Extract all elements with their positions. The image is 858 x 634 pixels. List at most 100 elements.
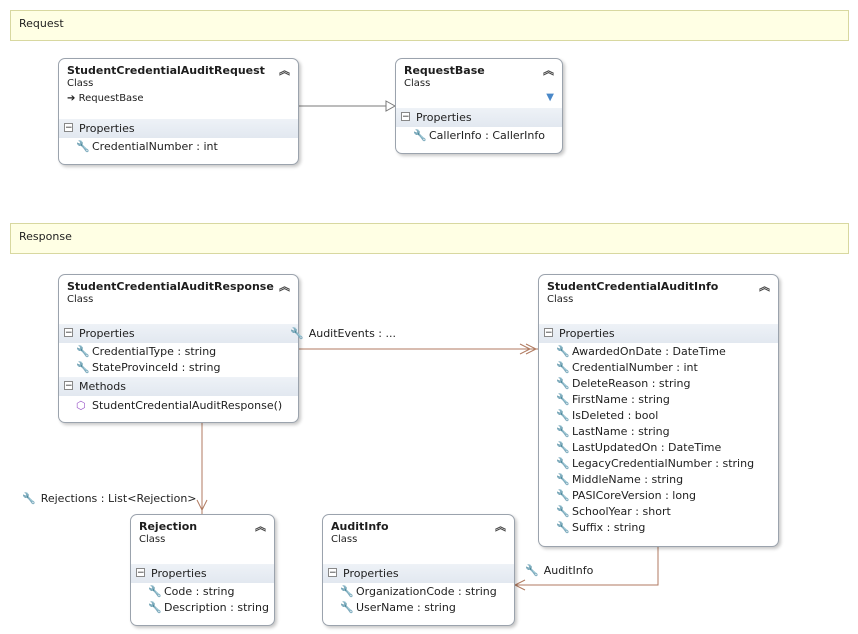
- class-name: StudentCredentialAuditResponse: [67, 280, 274, 293]
- member-row[interactable]: 🔧Description : string: [148, 601, 269, 614]
- section-properties[interactable]: − Properties: [59, 324, 298, 343]
- wrench-icon: 🔧: [556, 473, 570, 486]
- class-student-credential-audit-response[interactable]: StudentCredentialAuditResponse Class ︽ −…: [58, 274, 299, 423]
- member-row[interactable]: 🔧CredentialNumber : int: [76, 140, 218, 153]
- member-row[interactable]: 🔧LegacyCredentialNumber : string: [556, 457, 755, 470]
- member-row[interactable]: 🔧LastUpdatedOn : DateTime: [556, 441, 722, 454]
- member-row[interactable]: 🔧UserName : string: [340, 601, 456, 614]
- audit-info-line: [515, 546, 659, 586]
- collapse-section-icon[interactable]: −: [64, 381, 73, 391]
- wrench-icon: 🔧: [22, 492, 36, 505]
- collapse-chevron-icon[interactable]: ︽: [495, 520, 506, 533]
- response-region-title: Response: [19, 230, 72, 243]
- section-label: Properties: [151, 567, 207, 580]
- audit-events-arrowhead: [519, 343, 532, 355]
- association-audit-events-label[interactable]: 🔧AuditEvents : ...: [290, 327, 396, 340]
- class-name: Rejection: [139, 520, 198, 533]
- member-row[interactable]: 🔧LastName : string: [556, 425, 670, 438]
- class-kind: Class: [139, 534, 166, 545]
- wrench-icon: 🔧: [76, 140, 90, 153]
- class-request-base[interactable]: RequestBase Class ︽ ▼ − Properties 🔧Call…: [395, 58, 563, 154]
- inheritance-arrowhead: [385, 100, 397, 112]
- wrench-icon: 🔧: [556, 457, 570, 470]
- section-properties[interactable]: − Properties: [539, 324, 778, 343]
- class-kind: Class: [331, 534, 358, 545]
- member-row[interactable]: 🔧IsDeleted : bool: [556, 409, 659, 422]
- member-row[interactable]: 🔧CredentialType : string: [76, 345, 217, 358]
- class-name: StudentCredentialAuditRequest: [67, 64, 265, 77]
- collapse-chevron-icon[interactable]: ︽: [759, 280, 770, 293]
- wrench-icon: 🔧: [413, 129, 427, 142]
- section-properties[interactable]: − Properties: [396, 108, 562, 127]
- member-row[interactable]: 🔧Suffix : string: [556, 521, 646, 534]
- wrench-icon: 🔧: [340, 601, 354, 614]
- wrench-icon: 🔧: [148, 601, 162, 614]
- class-student-credential-audit-request[interactable]: StudentCredentialAuditRequest Class ➔ Re…: [58, 58, 299, 165]
- collapse-chevron-icon[interactable]: ︽: [279, 64, 290, 77]
- association-audit-info-label[interactable]: 🔧AuditInfo: [525, 564, 594, 577]
- member-row[interactable]: 🔧PASICoreVersion : long: [556, 489, 697, 502]
- member-row[interactable]: 🔧DeleteReason : string: [556, 377, 691, 390]
- class-rejection[interactable]: Rejection Class ︽ − Properties 🔧Code : s…: [130, 514, 275, 626]
- wrench-icon: 🔧: [290, 327, 304, 340]
- collapse-section-icon[interactable]: −: [544, 328, 553, 338]
- class-kind: Class: [67, 294, 94, 305]
- request-region: Request: [10, 10, 849, 41]
- wrench-icon: 🔧: [556, 521, 570, 534]
- member-row[interactable]: 🔧SchoolYear : short: [556, 505, 671, 518]
- section-label: Properties: [416, 111, 472, 124]
- request-region-title: Request: [19, 17, 64, 30]
- collapse-section-icon[interactable]: −: [328, 568, 337, 578]
- member-row[interactable]: ⬡StudentCredentialAuditResponse(): [76, 399, 283, 412]
- wrench-icon: 🔧: [556, 361, 570, 374]
- section-label: Properties: [79, 327, 135, 340]
- section-label: Properties: [559, 327, 615, 340]
- class-name: RequestBase: [404, 64, 485, 77]
- collapse-chevron-icon[interactable]: ︽: [255, 520, 266, 533]
- section-methods[interactable]: − Methods: [59, 377, 298, 396]
- wrench-icon: 🔧: [556, 393, 570, 406]
- audit-info-arrowhead: [513, 579, 526, 591]
- method-cube-icon: ⬡: [76, 399, 86, 412]
- rejections-arrowhead: [196, 499, 208, 512]
- section-properties[interactable]: − Properties: [323, 564, 514, 583]
- collapse-section-icon[interactable]: −: [401, 112, 410, 122]
- wrench-icon: 🔧: [76, 345, 90, 358]
- wrench-icon: 🔧: [556, 489, 570, 502]
- filter-icon[interactable]: ▼: [546, 92, 554, 103]
- member-row[interactable]: 🔧CredentialNumber : int: [556, 361, 698, 374]
- class-kind: Class: [67, 78, 94, 89]
- class-kind: Class: [404, 78, 431, 89]
- member-row[interactable]: 🔧OrganizationCode : string: [340, 585, 497, 598]
- wrench-icon: 🔧: [556, 441, 570, 454]
- wrench-icon: 🔧: [556, 377, 570, 390]
- member-row[interactable]: 🔧CallerInfo : CallerInfo: [413, 129, 545, 142]
- response-region: Response: [10, 223, 849, 254]
- section-properties[interactable]: − Properties: [131, 564, 274, 583]
- collapse-section-icon[interactable]: −: [64, 123, 73, 133]
- member-row[interactable]: 🔧FirstName : string: [556, 393, 670, 406]
- section-label: Properties: [343, 567, 399, 580]
- member-row[interactable]: 🔧AwardedOnDate : DateTime: [556, 345, 726, 358]
- class-base: ➔ RequestBase: [67, 93, 144, 104]
- member-row[interactable]: 🔧Code : string: [148, 585, 235, 598]
- wrench-icon: 🔧: [556, 425, 570, 438]
- member-row[interactable]: 🔧MiddleName : string: [556, 473, 684, 486]
- member-row[interactable]: 🔧StateProvinceId : string: [76, 361, 221, 374]
- collapse-section-icon[interactable]: −: [64, 328, 73, 338]
- inherits-arrow-icon: ➔: [67, 93, 76, 104]
- section-label: Properties: [79, 122, 135, 135]
- collapse-section-icon[interactable]: −: [136, 568, 145, 578]
- collapse-chevron-icon[interactable]: ︽: [279, 280, 290, 293]
- class-name: StudentCredentialAuditInfo: [547, 280, 719, 293]
- section-properties[interactable]: − Properties: [59, 119, 298, 138]
- class-student-credential-audit-info[interactable]: StudentCredentialAuditInfo Class ︽ − Pro…: [538, 274, 779, 547]
- wrench-icon: 🔧: [556, 505, 570, 518]
- collapse-chevron-icon[interactable]: ︽: [543, 64, 554, 77]
- class-kind: Class: [547, 294, 574, 305]
- wrench-icon: 🔧: [76, 361, 90, 374]
- association-rejections-label[interactable]: 🔧Rejections : List<Rejection>: [22, 492, 197, 505]
- class-audit-info[interactable]: AuditInfo Class ︽ − Properties 🔧Organiza…: [322, 514, 515, 626]
- wrench-icon: 🔧: [556, 345, 570, 358]
